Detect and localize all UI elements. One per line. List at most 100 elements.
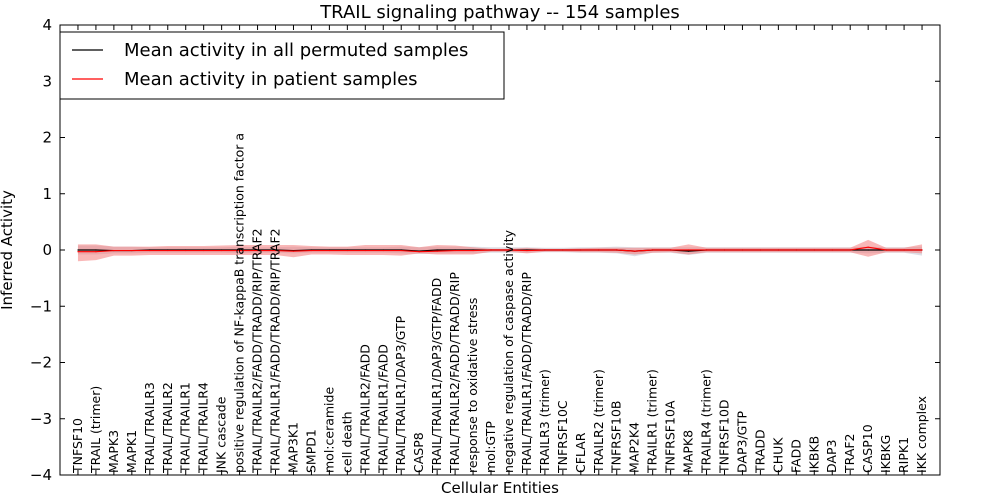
x-tick-label: TRAIL/TRAILR1/DAP3/GTP/FADD: [429, 278, 444, 474]
y-tick-label: −2: [30, 354, 52, 372]
x-tick-label: TRAIL/TRAILR2: [160, 382, 175, 474]
data-point: [921, 249, 923, 251]
x-tick-label: CHUK: [770, 437, 785, 473]
x-tick-label: IKBKB: [806, 436, 821, 473]
data-point: [490, 249, 492, 251]
data-point: [454, 249, 456, 252]
x-tick-label: IKBKG: [878, 435, 893, 473]
data-point: [885, 249, 887, 251]
y-axis-label: Inferred Activity: [0, 190, 16, 310]
data-point: [903, 249, 905, 251]
data-point: [687, 250, 690, 252]
x-tick-label: TRAF2: [842, 433, 857, 474]
data-point: [687, 249, 690, 251]
x-tick-label: TRADD: [752, 429, 767, 474]
x-tick-label: FADD: [788, 439, 803, 473]
data-point: [795, 249, 797, 251]
data-point: [813, 249, 815, 251]
x-tick-label: negative regulation of caspase activity: [501, 229, 516, 473]
x-tick-label: TRAILR2 (trimer): [591, 369, 606, 474]
data-point: [382, 249, 384, 252]
data-point: [328, 249, 330, 252]
data-point: [113, 249, 115, 252]
data-point: [598, 249, 600, 251]
x-tick-label: JNK cascade: [214, 396, 229, 474]
data-point: [436, 249, 438, 251]
x-tick-label: IKK complex: [914, 396, 929, 473]
data-point: [238, 249, 241, 252]
y-tick-label: −4: [30, 466, 52, 484]
x-tick-label: TRAIL/TRAILR1: [178, 382, 193, 474]
x-tick-label: positive regulation of NF-kappaB transcr…: [232, 133, 247, 473]
series-lines: [77, 246, 923, 253]
data-point: [472, 249, 474, 252]
data-point: [867, 246, 869, 248]
x-tick-label: response to oxidative stress: [465, 298, 480, 473]
data-point: [741, 249, 744, 251]
x-tick-label: TNFRSF10B: [609, 401, 624, 474]
data-point: [131, 249, 133, 252]
x-tick-label: TRAIL/TRAILR1/FADD/TRADD/RIP: [519, 272, 534, 474]
data-point: [346, 249, 348, 252]
x-tick-label: TNFSF10: [70, 418, 85, 474]
data-point: [508, 249, 510, 251]
data-point: [203, 249, 205, 252]
x-tick-label: CASP10: [860, 424, 875, 473]
x-tick-label: TRAIL/TRAILR1/FADD: [375, 344, 390, 474]
x-tick-label: TNFRSF10C: [555, 400, 570, 474]
data-point: [580, 249, 582, 251]
data-point: [149, 249, 151, 252]
data-point: [526, 249, 528, 252]
data-point: [364, 249, 366, 252]
x-tick-label: MAP2K4: [627, 422, 642, 473]
data-point: [256, 249, 259, 252]
x-tick-label: TRAILR3 (trimer): [537, 369, 552, 474]
data-point: [292, 250, 295, 252]
legend: Mean activity in all permuted samplesMea…: [59, 31, 505, 100]
data-point: [185, 249, 187, 252]
data-point: [418, 251, 420, 253]
x-tick-label: mol:GTP: [483, 421, 498, 473]
legend-label-0: Mean activity in all permuted samples: [124, 40, 468, 61]
series-line-1: [77, 246, 923, 253]
data-point: [831, 249, 833, 251]
x-tick-label: MAPK1: [124, 430, 139, 473]
y-tick-label: 3: [42, 72, 52, 90]
x-tick-label: TRAILR4 (trimer): [699, 369, 714, 474]
x-tick-label: MAPK3: [106, 430, 121, 473]
x-tick-label: TRAIL/TRAILR2/FADD: [357, 344, 372, 474]
x-tick-label: TRAIL/TRAILR1/FADD/TRADD/RIP/TRAF2: [268, 228, 283, 474]
data-point: [221, 249, 223, 252]
x-tick-label: TRAIL (trimer): [88, 386, 103, 474]
data-point: [436, 250, 438, 252]
data-point: [310, 249, 313, 252]
x-tick-label: TRAIL/TRAILR4: [196, 382, 211, 474]
x-tick-label: CFLAR: [573, 432, 588, 473]
x-tick-label: MAPK8: [681, 430, 696, 473]
x-tick-label: RIPK1: [896, 437, 911, 473]
x-tick-label: TRAIL/TRAILR1/DAP3/GTP: [393, 315, 408, 474]
x-tick-label: SMPD1: [303, 429, 318, 473]
data-point: [759, 249, 762, 251]
x-tick-label: TRAILR1 (trimer): [645, 369, 660, 474]
data-point: [562, 249, 564, 251]
data-point: [670, 249, 672, 251]
data-point: [95, 249, 97, 251]
chart-title: TRAIL signaling pathway -- 154 samples: [319, 2, 680, 23]
x-tick-label: TRAIL/TRAILR3: [142, 382, 157, 474]
data-point: [777, 249, 779, 251]
data-point: [849, 249, 851, 251]
legend-label-1: Mean activity in patient samples: [124, 69, 418, 90]
y-tick-label: 2: [42, 129, 52, 147]
data-point: [274, 249, 277, 252]
legend-box: [59, 31, 505, 100]
x-tick-label: TNFRSF10A: [663, 400, 678, 474]
y-tick-label: −1: [30, 297, 52, 315]
y-tick-label: −3: [30, 410, 52, 428]
x-tick-label: MAP3K1: [285, 422, 300, 473]
y-tick-label: 1: [42, 185, 52, 203]
data-point: [77, 249, 79, 251]
x-tick-label: CASP8: [411, 432, 426, 473]
